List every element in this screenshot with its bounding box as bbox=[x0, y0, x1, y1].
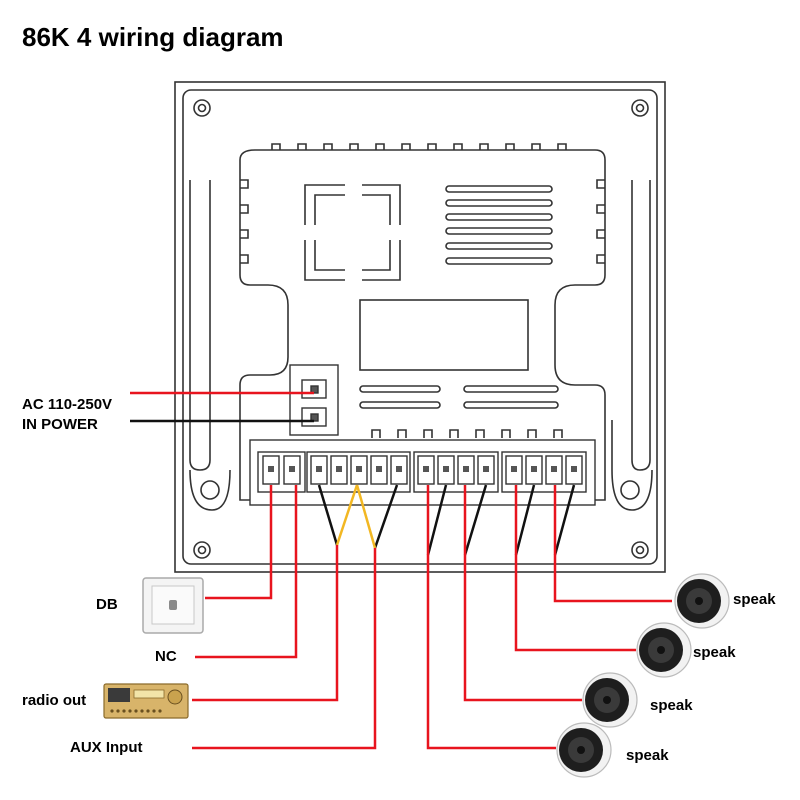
wire-speaker-2 bbox=[514, 485, 636, 652]
radio-out-label: radio out bbox=[22, 692, 87, 709]
power-connector bbox=[289, 364, 339, 436]
ceiling-speaker-icon bbox=[636, 622, 692, 678]
nc-label: NC bbox=[155, 648, 177, 665]
speaker-label-2: speak bbox=[693, 644, 736, 661]
terminal-block bbox=[249, 439, 596, 506]
wire-speaker-4 bbox=[426, 485, 556, 750]
speaker-label-3: speak bbox=[650, 697, 693, 714]
speaker-label-4: speak bbox=[626, 747, 669, 764]
short-black-wires bbox=[317, 484, 576, 556]
speaker-label-1: speak bbox=[733, 591, 776, 608]
db-label: DB bbox=[96, 596, 118, 613]
red-wires bbox=[192, 485, 672, 750]
ceiling-speaker-icon bbox=[582, 672, 638, 728]
wire-aux bbox=[192, 548, 377, 750]
power-label-line1: AC 110-250V bbox=[22, 396, 113, 413]
ceiling-speaker-icon bbox=[674, 573, 730, 629]
screw-bottom-right-icon bbox=[631, 541, 649, 559]
screw-bottom-left-icon bbox=[193, 541, 211, 559]
wire-speaker-3 bbox=[463, 485, 582, 702]
power-label-line2: IN POWER bbox=[22, 416, 98, 433]
screw-top-left-icon bbox=[193, 99, 211, 117]
doorbell-switch-icon bbox=[142, 577, 204, 634]
wire-db bbox=[205, 485, 273, 600]
radio-receiver-icon bbox=[103, 683, 189, 719]
aux-input-label: AUX Input bbox=[70, 739, 143, 756]
page-title: 86K 4 wiring diagram bbox=[22, 22, 284, 52]
screw-top-right-icon bbox=[631, 99, 649, 117]
wire-nc bbox=[195, 485, 298, 659]
wire-speaker-1 bbox=[553, 485, 672, 603]
ceiling-speaker-icon bbox=[556, 722, 612, 778]
yellow-wires bbox=[335, 484, 377, 549]
wire-radio bbox=[192, 545, 339, 702]
power-wires bbox=[130, 391, 314, 423]
